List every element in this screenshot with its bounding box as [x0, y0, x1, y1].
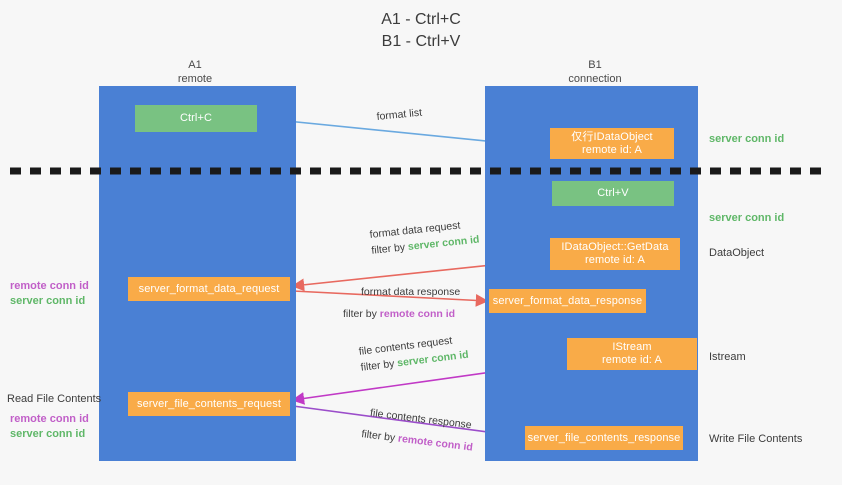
title-line-2: B1 - Ctrl+V: [381, 32, 461, 50]
box-server-format-data-response-label: server_format_data_response: [492, 294, 643, 307]
box-server-file-contents-request[interactable]: server_file_contents_request: [128, 392, 290, 416]
left-label-bottom-remote: remote conn id: [10, 413, 89, 425]
box-idataobject-line1: 仅行IDataObject: [571, 130, 653, 143]
title-line-1: A1 - Ctrl+C: [381, 11, 461, 28]
box-istream-line2: remote id: A: [602, 354, 662, 366]
page-title: A1 - Ctrl+C B1 - Ctrl+V: [281, 9, 561, 52]
left-label-mid-conn-ids: remote conn id server conn id: [10, 279, 89, 309]
box-ctrl-c-label: Ctrl+C: [179, 112, 213, 125]
column-header-b1-sub: connection: [568, 73, 622, 86]
box-idataobject[interactable]: 仅行IDataObject remote id: A: [550, 128, 674, 159]
left-label-mid-remote: remote conn id: [10, 280, 89, 292]
right-label-server-conn-id-top: server conn id: [709, 133, 785, 145]
column-header-a1-sub: remote: [177, 73, 213, 86]
box-getdata-line1: IDataObject::GetData: [561, 241, 669, 254]
left-label-bottom-conn-ids: remote conn id server conn id: [10, 412, 89, 442]
right-label-server-conn-id-second: server conn id: [709, 212, 785, 224]
box-ctrl-v[interactable]: Ctrl+V: [552, 181, 674, 206]
left-label-read-file-contents: Read File Contents: [7, 392, 101, 407]
column-header-a1: A1 remote: [135, 58, 255, 87]
format-data-response-text: format data response: [361, 286, 461, 298]
right-label-write-file-contents: Write File Contents: [709, 433, 803, 445]
format-data-response-filter: filter by remote conn id: [343, 307, 456, 320]
box-ctrl-c[interactable]: Ctrl+C: [135, 105, 257, 132]
box-server-format-data-response[interactable]: server_format_data_response: [489, 289, 646, 313]
right-label-istream: Istream: [709, 351, 746, 363]
box-idataobject-line2: remote id: A: [582, 143, 642, 156]
box-server-file-contents-request-label: server_file_contents_request: [136, 397, 282, 410]
right-label-dataobject: DataObject: [709, 247, 765, 259]
column-header-a1-name: A1: [188, 59, 202, 71]
box-server-format-data-request-label: server_format_data_request: [138, 282, 280, 295]
box-server-file-contents-response-label: server_file_contents_response: [527, 431, 681, 444]
box-istream[interactable]: IStream remote id: A: [567, 338, 697, 370]
left-label-read-file-contents-text: Read File Contents: [7, 393, 102, 405]
box-getdata[interactable]: IDataObject::GetData remote id: A: [550, 238, 680, 270]
box-ctrl-v-label: Ctrl+V: [597, 187, 629, 200]
box-server-format-data-request[interactable]: server_format_data_request: [128, 277, 290, 301]
column-header-b1-name: B1: [588, 59, 602, 71]
left-label-bottom-server: server conn id: [10, 427, 86, 440]
arrow-label-format-data-response: format data response filter by remote co…: [343, 285, 461, 323]
box-istream-line1: IStream: [612, 341, 652, 354]
box-getdata-line2: remote id: A: [585, 254, 645, 266]
left-label-mid-server: server conn id: [10, 294, 86, 307]
column-header-b1: B1 connection: [535, 58, 655, 87]
box-server-file-contents-response[interactable]: server_file_contents_response: [525, 426, 683, 450]
